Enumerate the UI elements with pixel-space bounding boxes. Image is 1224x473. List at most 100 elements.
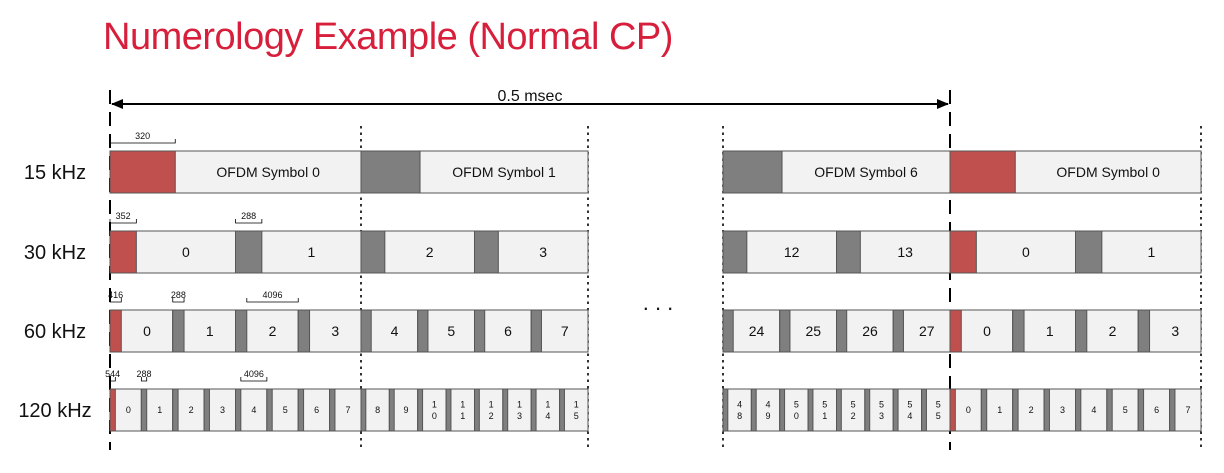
- cyclic-prefix: [235, 309, 248, 353]
- symbol-label: OFDM Symbol 6: [814, 164, 918, 180]
- duration-bracket: [172, 298, 185, 303]
- cyclic-prefix: [1012, 388, 1019, 432]
- cyclic-prefix: [1075, 230, 1103, 274]
- symbol-label: 13: [897, 244, 913, 260]
- symbol-label: 0: [126, 405, 131, 415]
- symbol-label: 3: [1060, 405, 1065, 415]
- cyclic-prefix: [921, 388, 927, 432]
- symbol-label: 0: [966, 405, 971, 415]
- symbol-label: 7: [561, 323, 569, 339]
- symbol-label: 1: [206, 323, 214, 339]
- duration-bracket: [140, 377, 148, 382]
- symbol-label: 1: [997, 405, 1002, 415]
- row-label: 30 kHz: [24, 242, 86, 264]
- duration-bracket: [246, 298, 299, 303]
- symbol-label: 5: [1123, 405, 1128, 415]
- cyclic-prefix: [140, 388, 148, 432]
- duration-annotation: 288: [171, 290, 186, 300]
- cyclic-prefix: [779, 309, 791, 353]
- ellipsis: . . .: [643, 290, 674, 315]
- symbol-label: 3: [1171, 323, 1179, 339]
- symbol-label: 26: [862, 323, 878, 339]
- cyclic-prefix: [360, 150, 421, 194]
- symbol-label: 24: [749, 323, 765, 339]
- duration-bracket: [109, 219, 137, 224]
- cyclic-prefix: [474, 309, 486, 353]
- symbol-label: 7: [1185, 405, 1190, 415]
- cyclic-prefix: [235, 388, 242, 432]
- duration-bracket: [240, 377, 268, 382]
- cyclic-prefix: [807, 388, 814, 432]
- cyclic-prefix: [360, 230, 386, 274]
- symbol-label: 8: [375, 405, 380, 415]
- symbol-label: 1: [1046, 323, 1054, 339]
- symbol-label: 0: [983, 323, 991, 339]
- cyclic-prefix: [750, 388, 757, 432]
- duration-label: 0.5 msec: [498, 88, 563, 105]
- row-0: 15 kHz OFDM Symbol 0 OFDM Symbol 1 OFDM Sym…: [24, 131, 1202, 194]
- cyclic-prefix: [722, 309, 734, 353]
- cyclic-prefix: [172, 309, 185, 353]
- cyclic-prefix: [388, 388, 395, 432]
- row-label: 120 kHz: [18, 400, 91, 422]
- symbol-label: 6: [314, 405, 319, 415]
- duration-annotation: 288: [241, 211, 256, 221]
- cyclic-prefix: [502, 388, 509, 432]
- duration-bracket: [109, 377, 116, 382]
- symbol-label: 3: [331, 323, 339, 339]
- cyclic-prefix: [722, 388, 729, 432]
- cyclic-prefix: [360, 309, 372, 353]
- symbol-label: 5: [283, 405, 288, 415]
- cyclic-prefix: [203, 388, 210, 432]
- cyclic-prefix: [559, 388, 565, 432]
- symbol-label: 7: [345, 405, 350, 415]
- duration-bracket: [109, 298, 122, 303]
- cyclic-prefix: [1075, 388, 1082, 432]
- cyclic-prefix: [1137, 388, 1145, 432]
- first-cyclic-prefix: [109, 388, 116, 432]
- first-cyclic-prefix: [949, 388, 956, 432]
- symbol-label: 4: [251, 405, 256, 415]
- symbol-label: 1: [1148, 244, 1156, 260]
- first-cyclic-prefix: [109, 150, 176, 194]
- symbol-label: 2: [1109, 323, 1117, 339]
- symbol-label: 0: [182, 244, 190, 260]
- symbol-label: 25: [805, 323, 821, 339]
- symbol-label: OFDM Symbol 1: [452, 164, 556, 180]
- cyclic-prefix: [1043, 388, 1050, 432]
- cyclic-prefix: [417, 309, 429, 353]
- row-label: 15 kHz: [24, 162, 86, 184]
- duration-annotation: 416: [108, 290, 123, 300]
- cyclic-prefix: [297, 309, 311, 353]
- symbol-label: OFDM Symbol 0: [216, 164, 320, 180]
- first-cyclic-prefix: [109, 309, 122, 353]
- cyclic-prefix: [417, 388, 424, 432]
- row-label: 60 kHz: [24, 321, 86, 343]
- duration-bracket: [109, 139, 176, 144]
- cyclic-prefix: [474, 388, 480, 432]
- cyclic-prefix: [836, 230, 861, 274]
- symbol-label: 3: [220, 405, 225, 415]
- symbol-label: 2: [1029, 405, 1034, 415]
- duration-annotation: 320: [135, 131, 150, 141]
- first-cyclic-prefix: [949, 150, 1016, 194]
- symbol-label: 0: [143, 323, 151, 339]
- cyclic-prefix: [360, 388, 367, 432]
- cyclic-prefix: [779, 388, 786, 432]
